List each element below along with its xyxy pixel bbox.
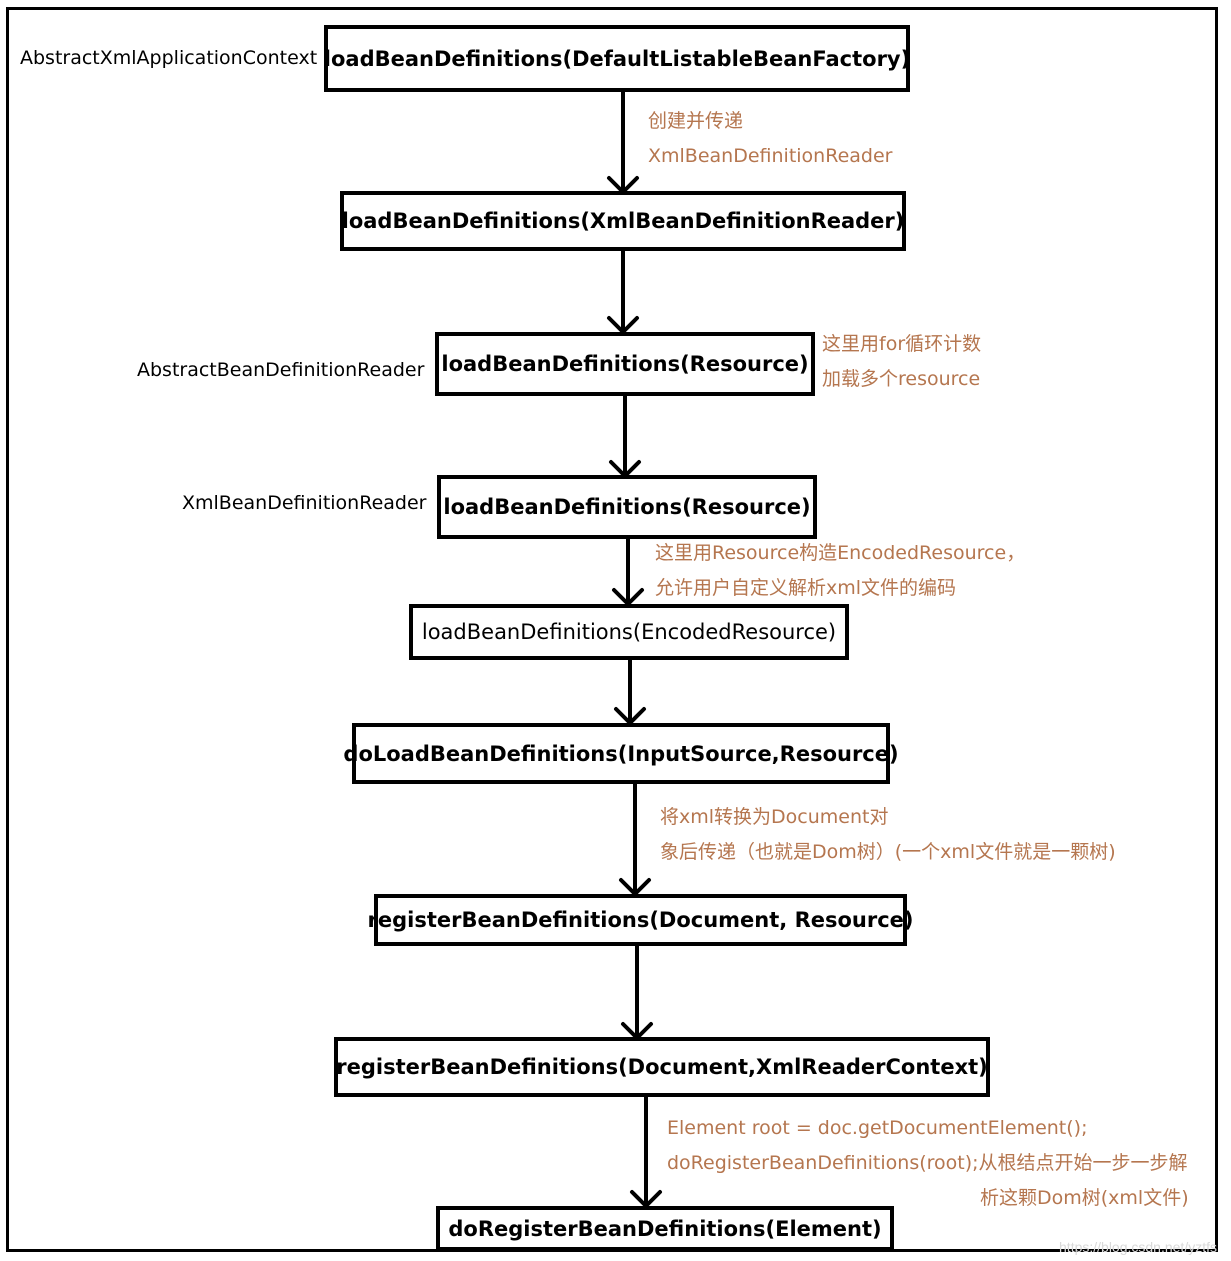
arrow-7 — [621, 944, 653, 1040]
arrow-5 — [614, 658, 646, 725]
box-label: registerBeanDefinitions(Document,XmlRead… — [336, 1055, 988, 1079]
arrow-4 — [612, 537, 644, 606]
context-label-abstract-bean-definition-reader: AbstractBeanDefinitionReader — [137, 359, 425, 381]
arrow-6 — [619, 782, 651, 896]
box-label: loadBeanDefinitions(Resource) — [441, 352, 809, 376]
note-line: 将xml转换为Document对 — [660, 806, 889, 828]
box-register-bean-definitions-resource: registerBeanDefinitions(Document, Resour… — [367, 894, 914, 946]
note-line: 这里用for循环计数 — [822, 333, 982, 355]
note-root-element: Element root = doc.getDocumentElement();… — [667, 1111, 1189, 1216]
note-xml-to-document: 将xml转换为Document对 象后传递（也就是Dom树）(一个xml文件就是… — [660, 800, 1116, 870]
box-label: loadBeanDefinitions(DefaultListableBeanF… — [323, 46, 911, 71]
note-line: 允许用户自定义解析xml文件的编码 — [655, 577, 957, 599]
arrow-2 — [607, 249, 639, 334]
note-encoded-resource: 这里用Resource构造EncodedResource， 允许用户自定义解析x… — [655, 536, 1025, 606]
note-line: Element root = doc.getDocumentElement(); — [667, 1117, 1088, 1139]
box-load-bean-definitions-factory: loadBeanDefinitions(DefaultListableBeanF… — [324, 25, 910, 92]
arrow-1 — [607, 90, 639, 194]
note-line: 这里用Resource构造EncodedResource， — [655, 542, 1026, 564]
box-load-bean-definitions-encoded-resource: loadBeanDefinitions(EncodedResource) — [409, 604, 849, 660]
box-label: registerBeanDefinitions(Document, Resour… — [367, 908, 914, 932]
note-line: 象后传递（也就是Dom树）(一个xml文件就是一颗树) — [660, 841, 1116, 863]
box-label: doLoadBeanDefinitions(InputSource,Resour… — [343, 741, 899, 766]
box-label: doRegisterBeanDefinitions(Element) — [448, 1216, 882, 1241]
arrow-8 — [630, 1095, 662, 1208]
note-line: XmlBeanDefinitionReader — [648, 145, 893, 167]
arrow-3 — [609, 394, 641, 478]
box-label: loadBeanDefinitions(EncodedResource) — [421, 620, 837, 644]
note-line: 析这颗Dom树(xml文件) — [980, 1187, 1189, 1209]
note-line: 创建并传递 — [648, 110, 744, 132]
context-label-abstract-xml-application-context: AbstractXmlApplicationContext — [20, 47, 318, 69]
note-create-reader: 创建并传递 XmlBeanDefinitionReader — [648, 104, 892, 174]
watermark: https://blog.csdn.net/yztfs — [1059, 1239, 1217, 1255]
note-for-loop: 这里用for循环计数 加载多个resource — [822, 327, 981, 397]
box-do-register-bean-definitions: doRegisterBeanDefinitions(Element) — [436, 1206, 894, 1251]
context-label-xml-bean-definition-reader: XmlBeanDefinitionReader — [182, 492, 427, 514]
box-load-bean-definitions-reader: loadBeanDefinitions(XmlBeanDefinitionRea… — [340, 191, 906, 251]
note-line: doRegisterBeanDefinitions(root);从根结点开始一步… — [667, 1152, 1188, 1174]
box-register-bean-definitions-context: registerBeanDefinitions(Document,XmlRead… — [334, 1037, 990, 1097]
box-load-bean-definitions-resource-abstract: loadBeanDefinitions(Resource) — [435, 332, 815, 396]
box-do-load-bean-definitions: doLoadBeanDefinitions(InputSource,Resour… — [343, 723, 899, 784]
note-line: 加载多个resource — [822, 368, 981, 390]
box-label: loadBeanDefinitions(XmlBeanDefinitionRea… — [341, 209, 905, 233]
box-load-bean-definitions-resource-xml: loadBeanDefinitions(Resource) — [437, 475, 817, 539]
box-label: loadBeanDefinitions(Resource) — [443, 495, 811, 519]
